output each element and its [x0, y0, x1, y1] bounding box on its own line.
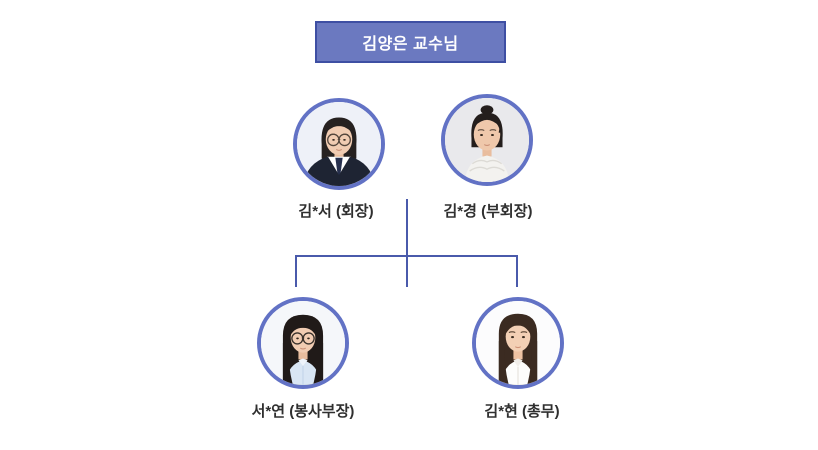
connector-drop-right: [516, 255, 518, 287]
avatar-president-icon: [297, 102, 381, 186]
avatar-volunteer-head-icon: [261, 301, 345, 385]
connector-vertical-center: [406, 199, 408, 287]
member-label-volunteer-head: 서*연 (봉사부장): [251, 403, 355, 420]
member-label-treasurer: 김*현 (총무): [484, 403, 560, 420]
professor-box: 김양은 교수님: [315, 21, 506, 63]
avatar-treasurer-icon: [476, 301, 560, 385]
connector-horizontal: [295, 255, 518, 257]
member-label-vice-president: 김*경 (부회장): [443, 203, 533, 220]
connector-drop-left: [295, 255, 297, 287]
member-photo-volunteer-head: [257, 297, 349, 389]
member-photo-vice-president: [441, 94, 533, 186]
member-photo-treasurer: [472, 297, 564, 389]
member-photo-president: [293, 98, 385, 190]
avatar-vice-president-icon: [445, 98, 529, 182]
member-label-president: 김*서 (회장): [298, 203, 374, 220]
professor-name: 김양은 교수님: [362, 36, 459, 53]
